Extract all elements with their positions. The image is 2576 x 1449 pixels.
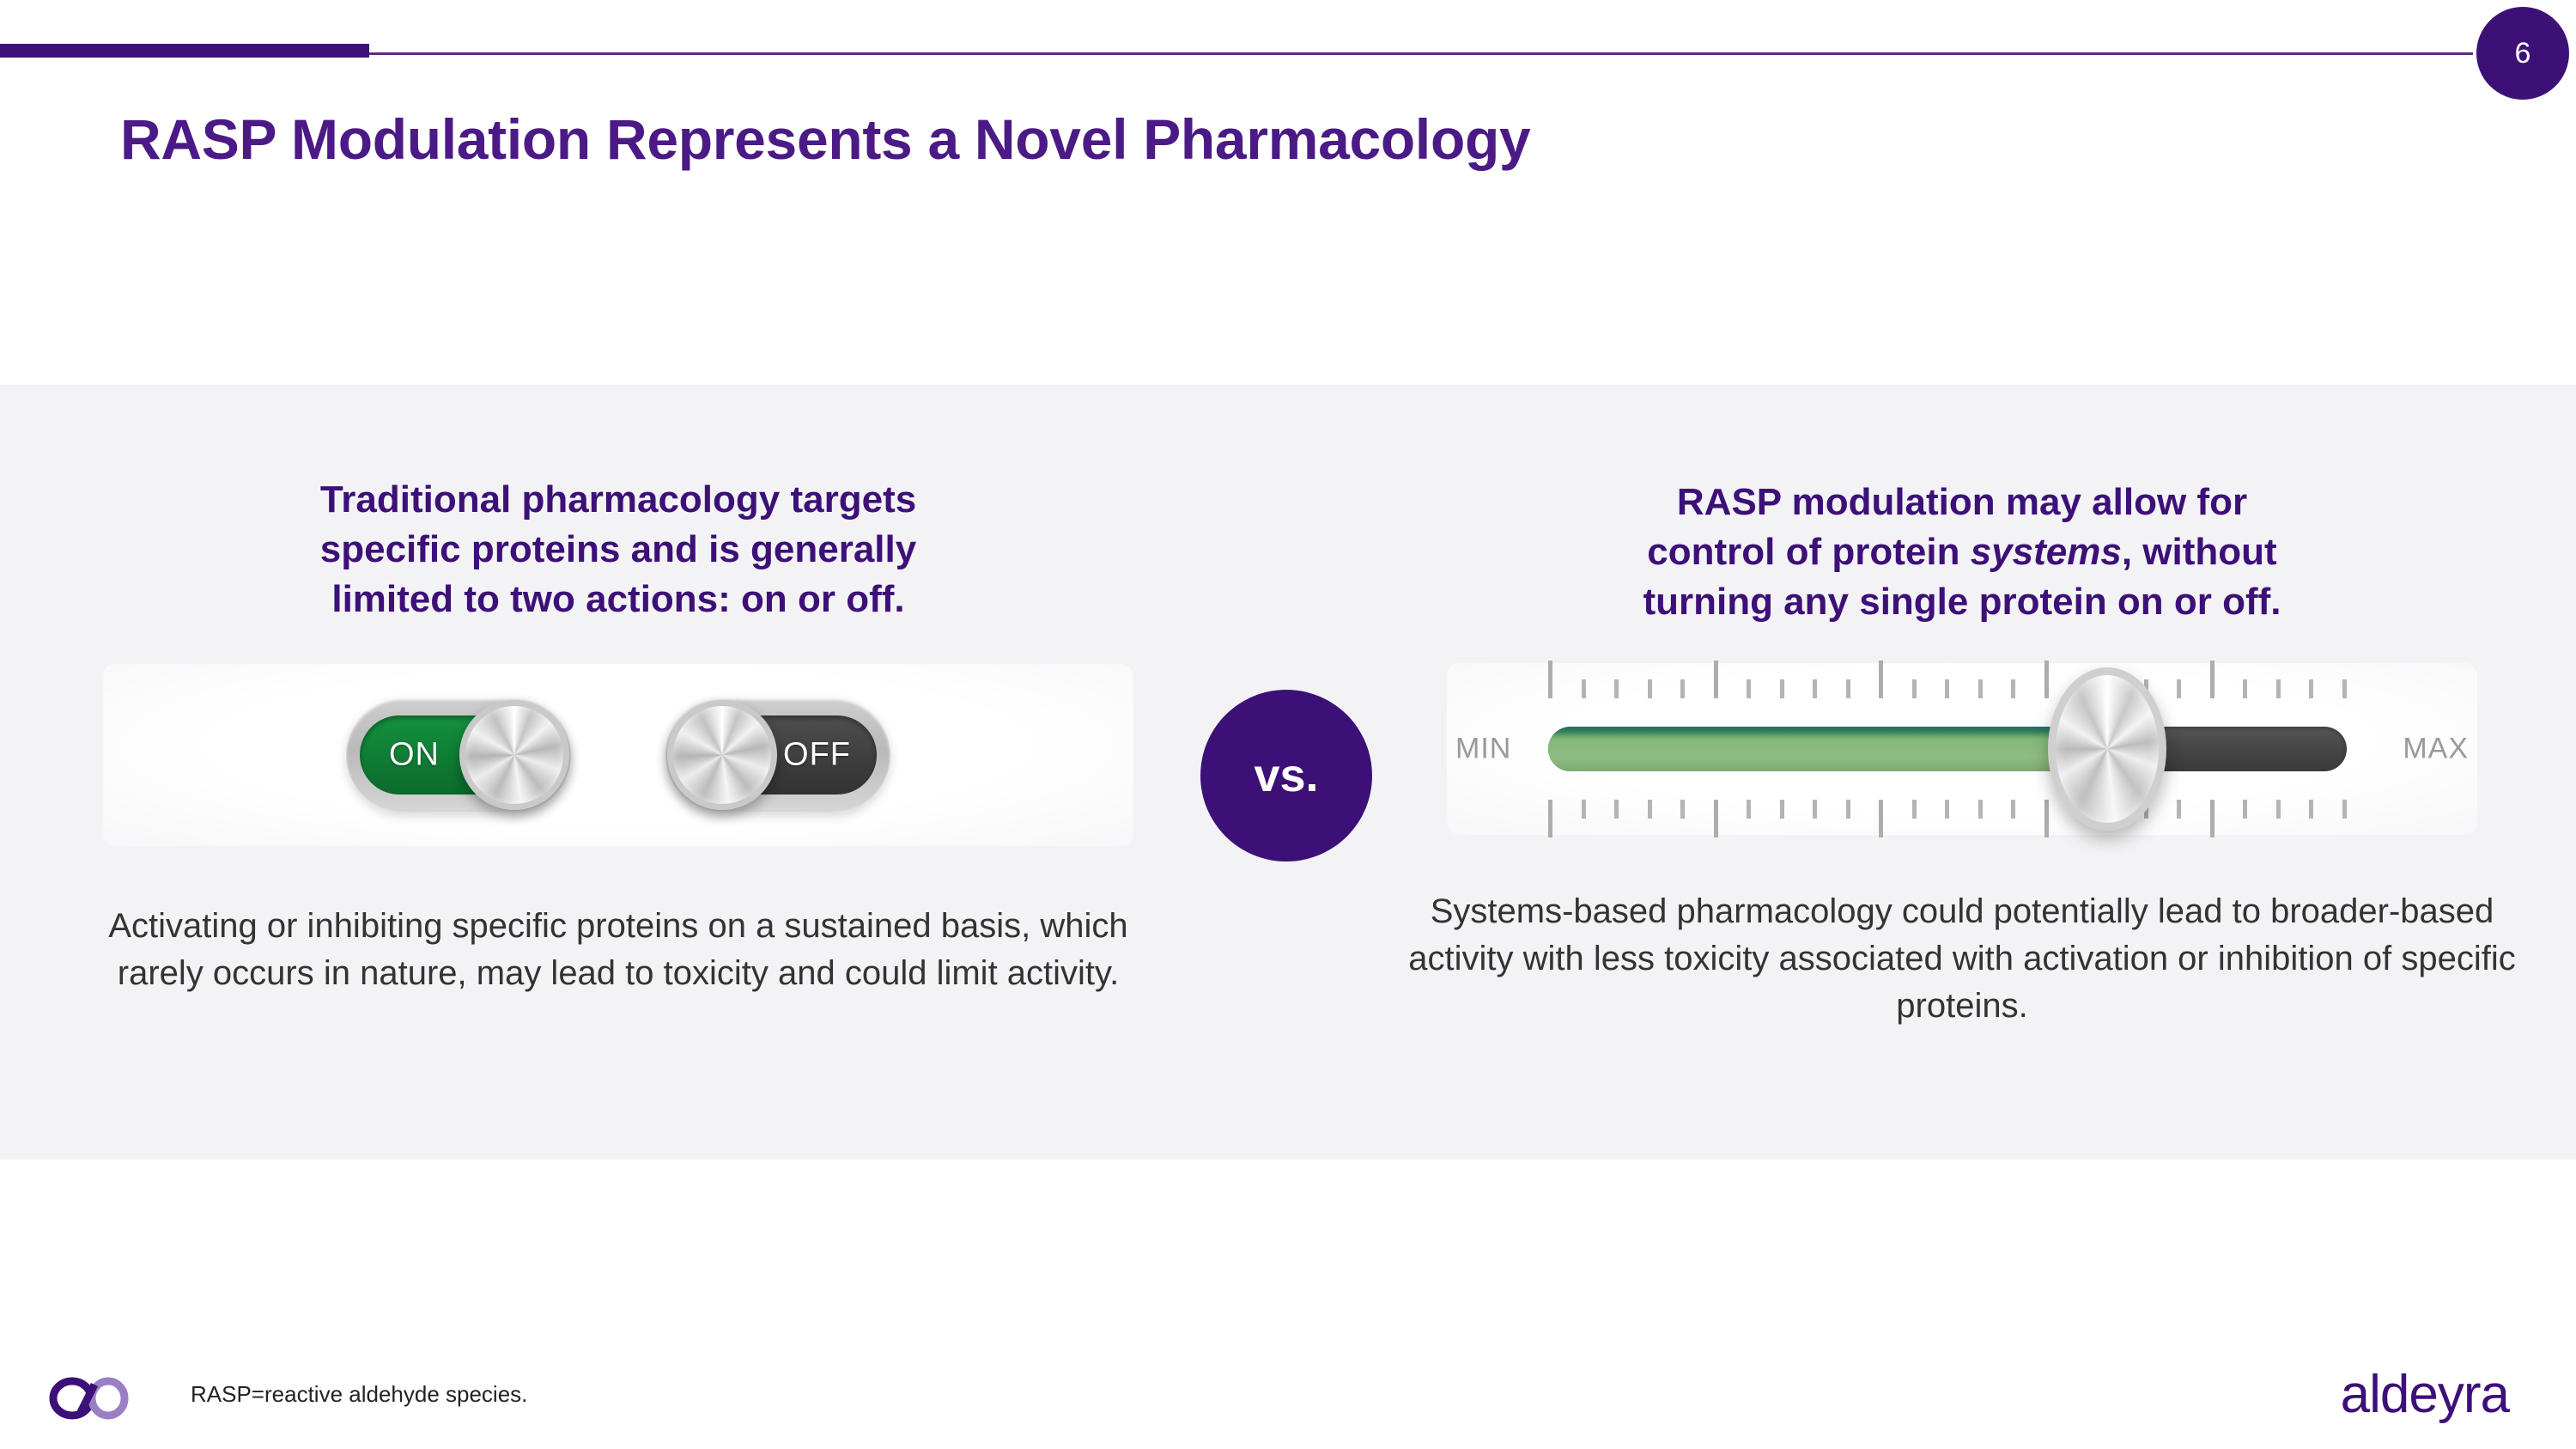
slider-tick [2044, 661, 2049, 699]
footnote: RASP=reactive aldehyde species. [191, 1381, 528, 1407]
toggle-group: ON OFF [103, 664, 1133, 846]
slider-tick [1747, 800, 1752, 819]
slider-tick [1548, 661, 1552, 699]
slider-tick [2275, 800, 2281, 819]
right-heading-emphasis: systems [1970, 531, 2122, 574]
slider-tick [2243, 679, 2248, 699]
column-traditional: Traditional pharmacology targets specifi… [94, 385, 1142, 1160]
right-column-body: Systems-based pharmacology could potenti… [1408, 892, 2516, 1025]
slider-tick [2342, 679, 2347, 699]
right-heading-line-1: RASP modulation may allow for [1676, 481, 2248, 523]
left-heading-line-3: limited to two actions: on or off. [331, 578, 905, 621]
slider-tick [2243, 800, 2248, 819]
header-rule-thin [0, 52, 2473, 55]
aldeyra-mark-icon [41, 1374, 144, 1422]
slider-axis [1548, 661, 2347, 838]
slider-tick [1911, 800, 1917, 819]
content-panel: Traditional pharmacology targets specifi… [0, 385, 2576, 1160]
slider-tick [1614, 679, 1619, 699]
slider-ticks-bottom [1548, 800, 2347, 839]
slider-tick [1581, 800, 1586, 819]
slider-tick [1813, 800, 1818, 819]
slider-track[interactable] [1548, 727, 2347, 772]
slider-tick [1647, 800, 1652, 819]
toggle-switch-off[interactable]: OFF [665, 698, 890, 813]
toggle-off-label: OFF [783, 736, 851, 773]
page-title: RASP Modulation Represents a Novel Pharm… [120, 107, 1531, 171]
toggle-switch-on[interactable]: ON [346, 698, 571, 813]
toggle-off-knob-icon[interactable] [667, 700, 777, 811]
toggle-illustration-card: ON OFF [103, 664, 1133, 847]
slider-tick [1779, 800, 1784, 819]
slider-tick [2044, 800, 2049, 838]
slider-tick [1779, 679, 1784, 699]
page-number-label: 6 [2514, 37, 2531, 70]
slider-tick [2177, 800, 2182, 819]
slider-tick [2309, 679, 2314, 699]
slider-tick [1614, 800, 1619, 819]
slider-ticks-top [1548, 659, 2347, 699]
column-rasp: RASP modulation may allow for control of… [1391, 385, 2533, 1160]
slider-tick [1845, 800, 1850, 819]
right-column-heading: RASP modulation may allow for control of… [1391, 478, 2533, 627]
slider-tick [2309, 800, 2314, 819]
slider-tick [2177, 679, 2182, 699]
slider-max-label: MAX [2403, 732, 2469, 765]
vs-divider-badge: vs. [1200, 690, 1372, 861]
slider-tick [1747, 679, 1752, 699]
slider-control[interactable]: MIN MAX [1447, 661, 2477, 838]
aldeyra-wordmark: aldeyra [2340, 1365, 2510, 1424]
slider-tick [1945, 679, 1950, 699]
right-heading-line-3: turning any single protein on or off. [1643, 581, 2281, 624]
slider-knob-icon[interactable] [2048, 667, 2166, 831]
slider-tick [2011, 679, 2016, 699]
left-column-body: Activating or inhibiting specific protei… [108, 907, 1128, 993]
slider-tick [1647, 679, 1652, 699]
slider-tick [2209, 661, 2215, 699]
left-heading-line-1: Traditional pharmacology targets [319, 478, 917, 521]
vs-label: vs. [1254, 750, 1319, 801]
slider-tick [1978, 679, 1983, 699]
slider-fill [1548, 727, 2107, 772]
page-number-badge: 6 [2476, 7, 2569, 100]
slider-tick [1945, 800, 1950, 819]
slider-tick [1680, 679, 1686, 699]
left-column-heading: Traditional pharmacology targets specifi… [94, 475, 1142, 624]
right-heading-line-2-post: , without [2121, 531, 2277, 574]
slider-tick [1713, 661, 1718, 699]
slider-tick [1581, 679, 1586, 699]
toggle-on-knob-icon[interactable] [459, 700, 569, 811]
slider-tick [1680, 800, 1686, 819]
slider-tick [1978, 800, 1983, 819]
slider-min-label: MIN [1455, 732, 1512, 765]
slider-tick [1713, 800, 1718, 838]
right-heading-line-2-pre: control of protein [1647, 531, 1971, 574]
slider-illustration-card: MIN MAX [1447, 661, 2477, 838]
slider-tick [1879, 661, 1884, 699]
slider-tick [1548, 800, 1552, 838]
slider-tick [2275, 679, 2281, 699]
slider-tick [2011, 800, 2016, 819]
left-heading-line-2: specific proteins and is generally [319, 528, 917, 571]
header-rule-thick [0, 44, 369, 58]
slider-tick [1879, 800, 1884, 838]
toggle-on-label: ON [389, 736, 440, 773]
slider-tick [1813, 679, 1818, 699]
slider-tick [2342, 800, 2347, 819]
slider-tick [2209, 800, 2215, 838]
slider-tick [1845, 679, 1850, 699]
slider-tick [1911, 679, 1917, 699]
right-heading-line-2: control of protein systems, without [1391, 527, 2533, 577]
